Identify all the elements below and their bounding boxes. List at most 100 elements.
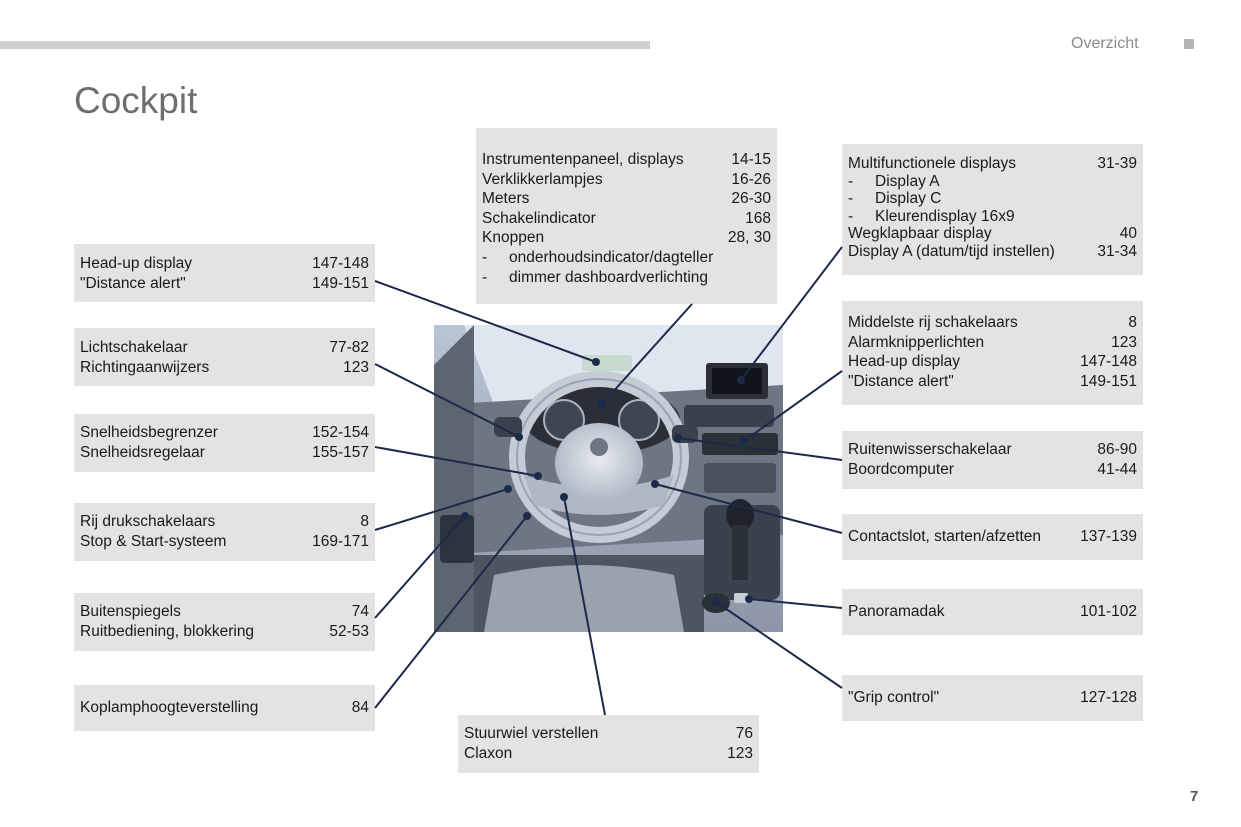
- subitem-label: dimmer dashboardverlichting: [509, 268, 709, 286]
- index-label: Ruitenwisserschakelaar: [848, 441, 1012, 458]
- index-page: 52-53: [329, 622, 369, 640]
- dash-bullet: -: [848, 172, 854, 190]
- index-row: Display A (datum/tijd instellen)31-34: [848, 243, 1137, 261]
- index-label: Lichtschakelaar: [80, 339, 188, 356]
- dash-bullet: -: [848, 207, 854, 225]
- index-row: Snelheidsbegrenzer 152-154: [80, 423, 369, 443]
- index-page: 101-102: [1080, 603, 1137, 620]
- index-label: Claxon: [464, 744, 513, 762]
- index-page: 26-30: [731, 190, 771, 208]
- index-page: 147-148: [1080, 353, 1137, 371]
- subitem-label: Display A: [875, 172, 940, 190]
- page-title: Cockpit: [74, 80, 198, 121]
- box-multifunctionele-displays: Multifunctionele displays 31-39 - Display A…: [842, 144, 1143, 275]
- subitem-label: Display C: [875, 190, 942, 207]
- index-row: Lichtschakelaar 77-82: [80, 338, 369, 358]
- index-row: Wegklapbaar display 40: [848, 225, 1137, 243]
- index-label: Middelste rij schakelaars: [848, 314, 1018, 331]
- box-grip-control: "Grip control"127-128: [842, 675, 1143, 721]
- box-panoramadak: Panoramadak 101-102: [842, 589, 1143, 635]
- index-row: "Distance alert" 149-151: [848, 372, 1137, 392]
- index-label: Contactslot, starten/afzetten: [848, 528, 1041, 545]
- index-label: Wegklapbaar display: [848, 225, 992, 242]
- index-page: 168: [745, 209, 771, 227]
- index-page: 123: [727, 744, 753, 762]
- index-page: 8: [360, 513, 369, 530]
- index-label: Richtingaanwijzers: [80, 358, 210, 376]
- index-label: Meters: [482, 190, 530, 208]
- index-row: Meters 26-30: [482, 189, 771, 209]
- index-page: 31-39: [1097, 155, 1137, 172]
- index-page: 14-15: [731, 151, 771, 168]
- index-row: Panoramadak 101-102: [848, 602, 1137, 622]
- subitem-label: onderhoudsindicator/dagteller: [509, 248, 714, 266]
- dash-bullet: -: [482, 268, 488, 286]
- index-label: "Grip control": [848, 689, 940, 706]
- section-label: Overzicht: [1071, 35, 1139, 52]
- index-subitem: - Display A: [848, 173, 1137, 191]
- index-label: "Distance alert": [848, 372, 954, 390]
- index-label: Schakelindicator: [482, 209, 596, 227]
- index-label: Multifunctionele displays: [848, 155, 1017, 172]
- cockpit-illustration: [434, 325, 783, 632]
- index-label: Panoramadak: [848, 603, 945, 620]
- index-page: 28, 30: [727, 229, 771, 247]
- index-label: Rij drukschakelaars: [80, 513, 216, 530]
- index-row: Stuurwiel verstellen 76: [464, 724, 753, 744]
- index-subitem: - dimmer dashboardverlichting: [482, 268, 771, 288]
- page-number: 7: [1190, 788, 1199, 805]
- dash-bullet: -: [848, 190, 854, 207]
- index-row: "Grip control"127-128: [848, 688, 1137, 708]
- index-row: Head-up display 147-148: [848, 352, 1137, 372]
- index-row: Multifunctionele displays 31-39: [848, 155, 1137, 173]
- index-label: Koplamphoogteverstelling: [80, 699, 259, 716]
- index-page: 74: [351, 603, 369, 620]
- index-row: Ruitbediening, blokkering 52-53: [80, 622, 369, 642]
- index-label: Snelheidsregelaar: [80, 443, 205, 461]
- index-subitem: -Kleurendisplay 16x9: [848, 208, 1137, 226]
- index-page: 149-151: [1080, 372, 1137, 390]
- index-page: 123: [343, 358, 369, 376]
- index-page: 31-34: [1097, 242, 1137, 260]
- index-subitem: - onderhoudsindicator/dagteller: [482, 248, 771, 268]
- index-page: 77-82: [329, 339, 369, 356]
- index-label: Alarmknipperlichten: [848, 333, 985, 351]
- index-label: Buitenspiegels: [80, 603, 181, 620]
- dash-bullet: -: [482, 248, 488, 266]
- index-page: 86-90: [1097, 441, 1137, 458]
- index-label: Stuurwiel verstellen: [464, 725, 599, 742]
- index-label: Snelheidsbegrenzer: [80, 424, 218, 441]
- header-rule: [0, 41, 650, 49]
- index-label: Knoppen: [482, 229, 545, 247]
- index-label: Ruitbediening, blokkering: [80, 622, 255, 640]
- index-label: Boordcomputer: [848, 460, 954, 478]
- index-row: Schakelindicator 168: [482, 209, 771, 229]
- index-row: "Distance alert" 149-151: [80, 274, 369, 294]
- index-row: Claxon 123: [464, 744, 753, 764]
- index-label: "Distance alert": [80, 274, 186, 292]
- index-page: 152-154: [312, 424, 369, 441]
- index-page: 76: [735, 725, 753, 742]
- index-row: Knoppen 28, 30: [482, 228, 771, 248]
- index-page: 16-26: [731, 170, 771, 188]
- index-page: 40: [1119, 225, 1137, 242]
- index-page: 149-151: [312, 274, 369, 292]
- index-label: Head-up display: [848, 353, 961, 371]
